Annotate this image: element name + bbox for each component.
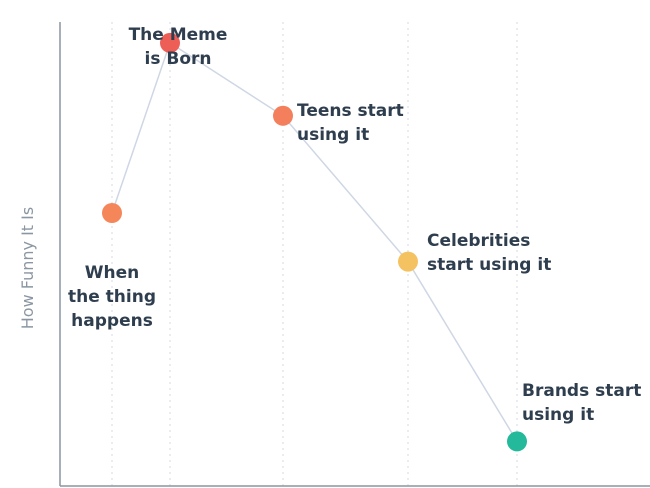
data-point <box>102 203 122 223</box>
y-axis-label: How Funny It Is <box>18 207 37 329</box>
vertical-grid-lines <box>111 22 518 486</box>
data-points <box>102 32 527 452</box>
data-point <box>398 251 418 272</box>
data-point <box>507 431 527 452</box>
data-point <box>273 105 293 126</box>
data-point <box>160 32 180 53</box>
